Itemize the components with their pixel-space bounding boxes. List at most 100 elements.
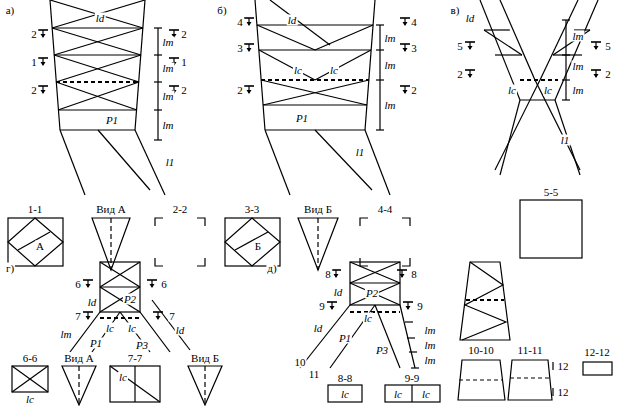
- drawing-label: lm: [162, 63, 175, 74]
- tower-b: [225, 0, 410, 270]
- drawing-label: l1: [560, 135, 571, 146]
- drawing-label: б): [216, 5, 227, 16]
- drawing-label: lm: [424, 325, 437, 336]
- drawing-label: P1: [105, 115, 119, 126]
- drawing-label: lc: [543, 85, 553, 96]
- drawing-label: 8-8: [337, 373, 354, 384]
- drawing-label: lm: [572, 85, 585, 96]
- drawing-label: Вид Б: [303, 204, 333, 215]
- drawing-label: lm: [162, 37, 175, 48]
- drawing-label: 2: [180, 29, 188, 40]
- drawing-label: 11-11: [517, 345, 544, 356]
- drawing-label: Б: [254, 241, 262, 252]
- drawing-label: ld: [313, 323, 324, 334]
- drawing-label: 4-4: [377, 204, 394, 215]
- drawing-label: 12: [557, 361, 570, 372]
- drawing-label: lm: [384, 100, 397, 111]
- drawing-label: lc: [507, 85, 517, 96]
- drawing-label: lc: [340, 389, 350, 400]
- drawing-label: ld: [465, 13, 476, 24]
- drawing-label: P1: [295, 113, 309, 124]
- drawing-label: lm: [384, 33, 397, 44]
- drawing-label: l1: [355, 147, 366, 158]
- drawing-label: 3: [410, 43, 418, 54]
- drawing-label: 4: [410, 17, 418, 28]
- drawing-label: Вид А: [63, 353, 95, 364]
- drawing-label: 1-1: [27, 204, 44, 215]
- drawing-label: ld: [87, 297, 98, 308]
- drawing-label: д): [266, 263, 277, 274]
- drawing-label: lm: [384, 60, 397, 71]
- drawing-label: в): [450, 5, 461, 16]
- tower-g: [12, 262, 222, 405]
- drawing-label: lc: [127, 323, 137, 334]
- drawing-label: P2: [365, 288, 379, 299]
- drawing-label: lc: [118, 372, 128, 383]
- tower-d: [300, 262, 612, 402]
- drawing-label: 9: [416, 301, 424, 312]
- tower-v: [465, 0, 601, 258]
- drawing-label: lm: [60, 329, 73, 340]
- drawing-label: P3: [375, 345, 389, 356]
- drawing-label: 1: [180, 57, 188, 68]
- drawing-label: 2-2: [172, 204, 189, 215]
- drawing-label: l1: [165, 157, 176, 168]
- drawing-label: 7: [168, 311, 176, 322]
- drawing-label: 5: [456, 41, 464, 52]
- drawing-label: lc: [421, 389, 431, 400]
- drawing-label: lm: [424, 340, 437, 351]
- drawing-label: ld: [333, 287, 344, 298]
- drawing-label: 10: [294, 357, 307, 368]
- drawing-label: lm: [162, 91, 175, 102]
- drawing-label: lc: [25, 394, 35, 405]
- drawing-label: lc: [329, 65, 339, 76]
- drawing-label: 6: [160, 279, 168, 290]
- drawing-label: г): [5, 263, 15, 274]
- drawing-label: lm: [572, 31, 585, 42]
- drawing-label: 6-6: [22, 353, 39, 364]
- drawing-label: lm: [162, 120, 175, 131]
- drawing-label: lc: [393, 389, 403, 400]
- drawing-label: 3: [236, 43, 244, 54]
- drawing-label: 2: [604, 69, 612, 80]
- drawing-label: 9-9: [404, 373, 421, 384]
- drawing-label: 2: [30, 85, 38, 96]
- drawing-label: 5: [604, 41, 612, 52]
- drawing-label: 2: [30, 29, 38, 40]
- drawing-label: 2: [410, 85, 418, 96]
- drawing-label: 7: [74, 311, 82, 322]
- drawing-label: lc: [293, 65, 303, 76]
- drawing-label: 2: [236, 85, 244, 96]
- drawing-label: lm: [424, 355, 437, 366]
- drawing-label: 10-10: [467, 345, 495, 356]
- drawing-label: 1: [30, 57, 38, 68]
- drawing-label: ld: [95, 13, 106, 24]
- drawing-label: 8: [410, 269, 418, 280]
- drawing-label: lc: [363, 313, 373, 324]
- drawing-label: P2: [123, 294, 137, 305]
- drawing-label: 2: [180, 85, 188, 96]
- drawing-label: 7-7: [127, 353, 144, 364]
- drawing-label: 9: [318, 301, 326, 312]
- drawing-label: 6: [74, 279, 82, 290]
- drawing-label: lm: [572, 61, 585, 72]
- drawing-label: 3-3: [244, 204, 261, 215]
- drawing-label: 2: [456, 69, 464, 80]
- drawing-label: Вид А: [95, 204, 127, 215]
- drawing-label: 8: [324, 269, 332, 280]
- drawing-label: а): [5, 5, 16, 16]
- drawing-label: 4: [236, 17, 244, 28]
- drawing-label: 11: [308, 369, 321, 380]
- drawing-label: Вид Б: [190, 353, 220, 364]
- drawing-label: lc: [105, 323, 115, 334]
- drawing-label: 12-12: [583, 347, 611, 358]
- drawing-label: P1: [89, 338, 103, 349]
- drawing-label: А: [35, 241, 45, 252]
- drawing-label: ld: [287, 15, 298, 26]
- drawing-label: ld: [175, 325, 186, 336]
- drawing-label: P1: [338, 333, 352, 344]
- drawing-label: 5-5: [543, 187, 560, 198]
- drawing-label: 12: [557, 387, 570, 398]
- tower-a: [8, 0, 205, 270]
